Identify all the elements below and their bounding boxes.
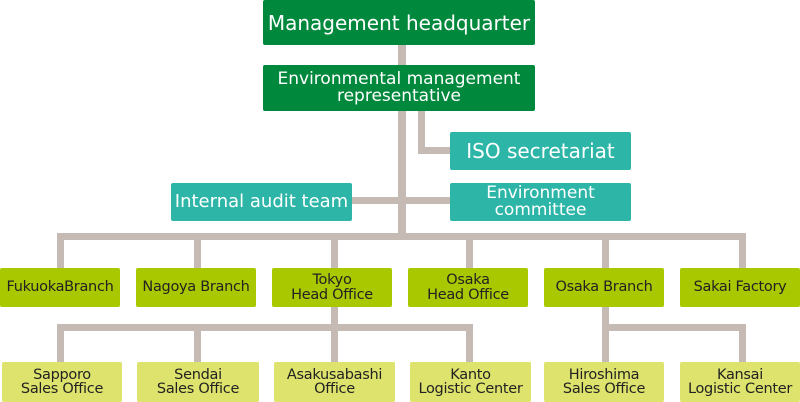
connector-branch-v — [602, 233, 609, 269]
connector-office-v — [739, 324, 746, 364]
office-asakusabashi: Asakusabashi Office — [274, 362, 395, 402]
environment-committee-box: Environment committee — [450, 183, 631, 221]
office-sapporo: Sapporo Sales Office — [2, 362, 122, 402]
iso-secretariat-box: ISO secretariat — [450, 132, 631, 170]
management-headquarter-box: Management headquarter — [263, 0, 535, 45]
connector-branch-bar — [57, 233, 746, 240]
office-sendai: Sendai Sales Office — [137, 362, 259, 402]
branch-osaka: Osaka Branch — [544, 268, 664, 307]
branch-osaka-head-office: Osaka Head Office — [408, 268, 528, 307]
branch-sakai-factory: Sakai Factory — [680, 268, 800, 307]
connector-branch-v — [194, 233, 201, 269]
office-hiroshima: Hiroshima Sales Office — [544, 362, 664, 402]
connector-osaka-v — [602, 306, 609, 364]
branch-nagoya: Nagoya Branch — [136, 268, 256, 307]
office-kansai-logistic: Kansai Logistic Center — [680, 362, 800, 402]
connector-office-v — [57, 324, 64, 364]
connector-iso-v — [418, 110, 425, 154]
connector-branch-v — [466, 233, 473, 269]
connector-branch-v — [57, 233, 64, 269]
connector-tokyo-bar — [57, 324, 473, 331]
connector-tokyo-v — [331, 306, 338, 364]
office-kanto-logistic: Kanto Logistic Center — [410, 362, 531, 402]
connector-office-v — [466, 324, 473, 364]
connector-office-v — [194, 324, 201, 364]
connector-iso-h — [418, 147, 452, 154]
internal-audit-team-box: Internal audit team — [171, 183, 352, 221]
connector-branch-v — [331, 233, 338, 269]
connector-branch-v — [739, 233, 746, 269]
branch-tokyo-head-office: Tokyo Head Office — [272, 268, 392, 307]
connector-staff-h — [350, 197, 452, 204]
environmental-representative-box: Environmental management representative — [263, 65, 535, 111]
branch-fukuoka: FukuokaBranch — [0, 268, 120, 307]
connector-trunk — [398, 44, 406, 240]
connector-osaka-bar — [602, 324, 746, 331]
